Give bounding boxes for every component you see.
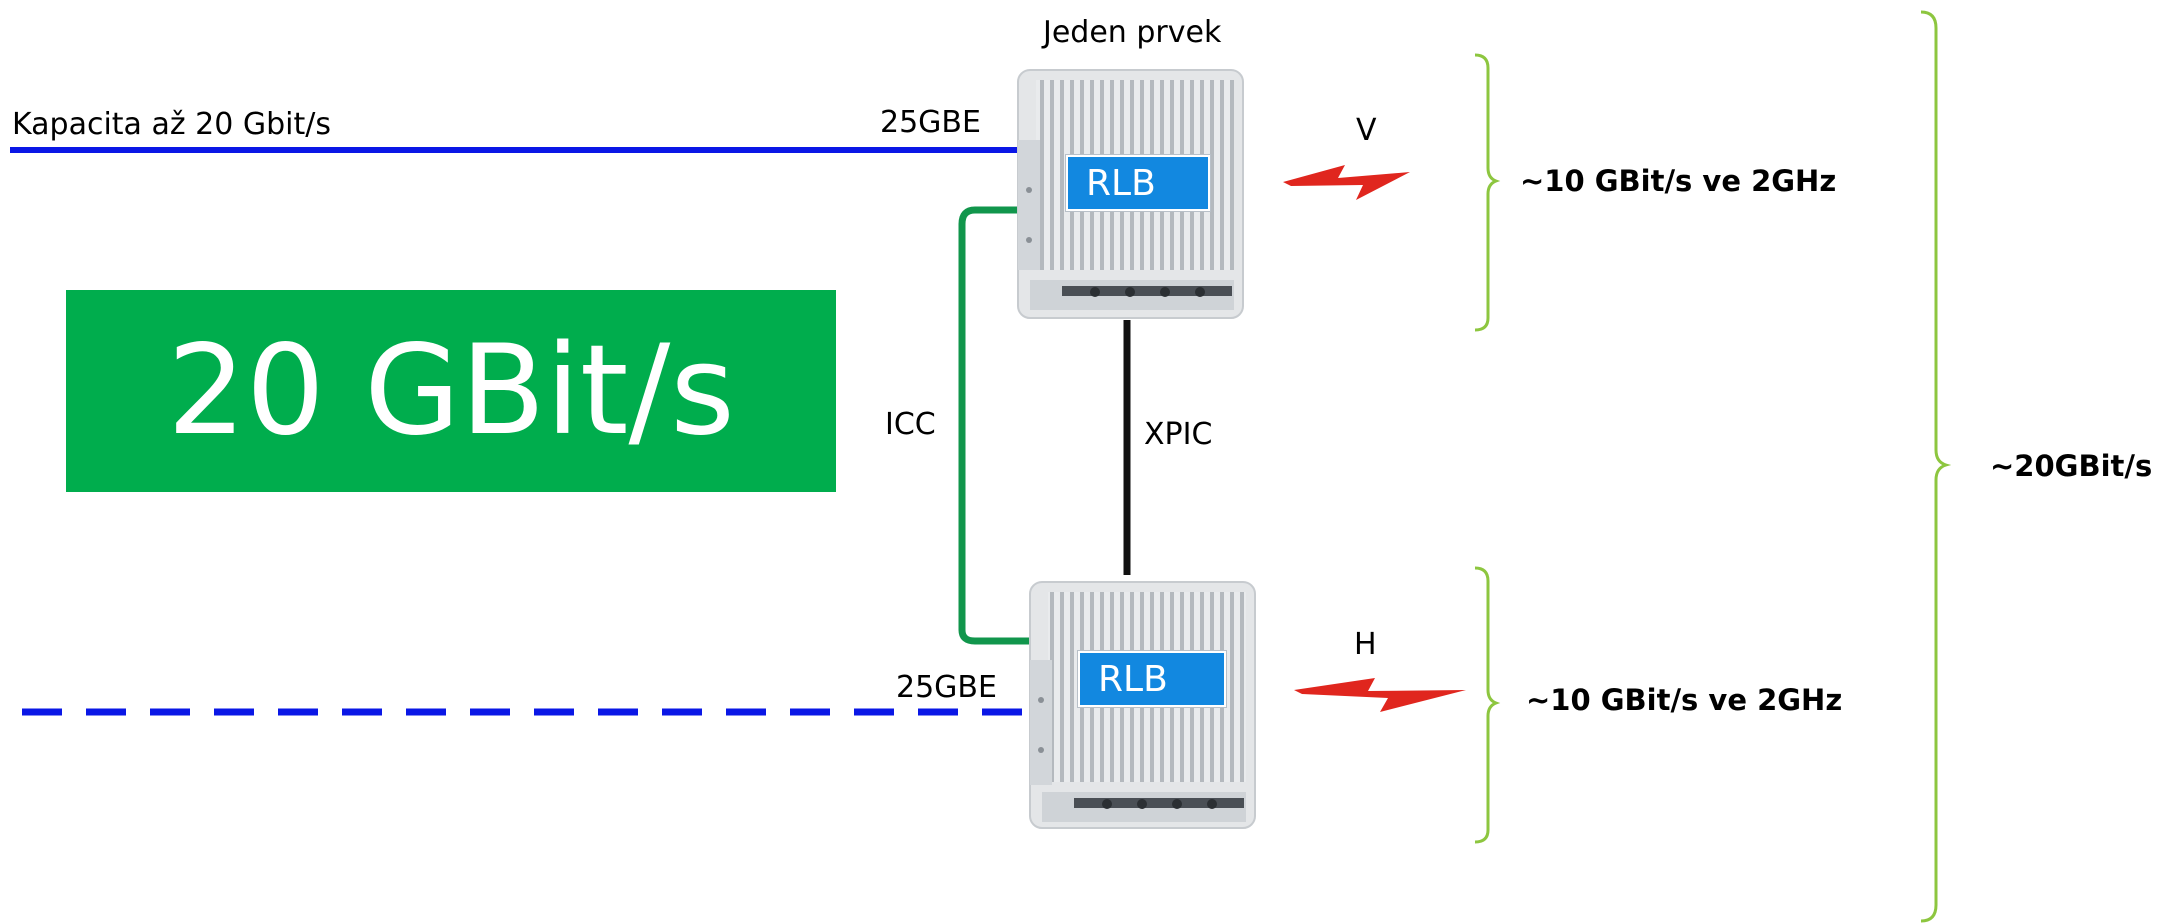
- rlb-label-top: RLB: [1065, 154, 1211, 212]
- port-label-bottom: 25GBE: [896, 670, 997, 705]
- capacity-highlight-box: 20 GBit/s: [66, 290, 836, 492]
- icc-cable: [958, 206, 1030, 645]
- capacity-highlight-text: 20 GBit/s: [167, 319, 735, 463]
- brace-top: [1474, 53, 1501, 332]
- rlb-label-bottom: RLB: [1077, 650, 1227, 708]
- icc-label: ICC: [885, 407, 936, 442]
- polarization-label-h: H: [1354, 627, 1377, 662]
- brace-bottom: [1474, 566, 1501, 844]
- capacity-label: Kapacita až 20 Gbit/s: [12, 107, 331, 142]
- rate-label-top: ~10 GBit/s ve 2GHz: [1520, 164, 1837, 198]
- xpic-label: XPIC: [1144, 417, 1213, 452]
- total-rate-label: ~20GBit/s: [1990, 449, 2153, 483]
- radio-bolt-h-icon: [1294, 678, 1466, 712]
- polarization-label-v: V: [1356, 113, 1377, 148]
- rate-label-bottom: ~10 GBit/s ve 2GHz: [1526, 683, 1843, 717]
- brace-total: [1920, 10, 1952, 923]
- port-label-top: 25GBE: [880, 105, 981, 140]
- title-label: Jeden prvek: [1043, 15, 1222, 50]
- radio-bolt-v-icon: [1283, 165, 1410, 200]
